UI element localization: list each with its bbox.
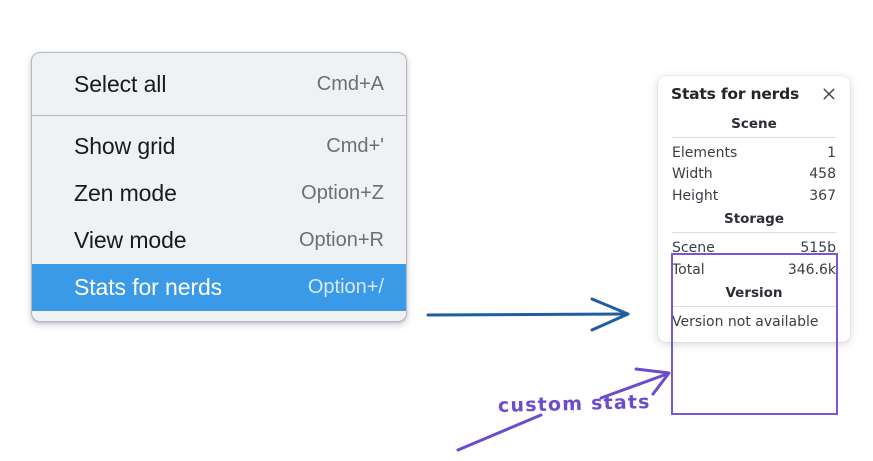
menu-item-shortcut: Option+R [298, 229, 384, 251]
stat-value: 1 [827, 144, 836, 161]
version-not-available-text: Version not available [672, 313, 819, 330]
stats-for-nerds-panel: Stats for nerds Scene Elements 1 Width 4… [658, 76, 850, 342]
section-divider [672, 305, 836, 307]
stat-key: Scene [672, 239, 715, 256]
menu-item-label: Show grid [74, 133, 176, 159]
menu-item-show-grid[interactable]: Show grid Cmd+' [32, 123, 406, 170]
stat-row: Width 458 [671, 164, 837, 186]
menu-item-zen-mode[interactable]: Zen mode Option+Z [32, 170, 406, 217]
purple-underline-stroke [456, 413, 543, 452]
menu-item-shortcut: Option+/ [307, 276, 384, 298]
section-divider [672, 232, 836, 234]
section-divider [672, 137, 836, 138]
blue-arrow [426, 297, 630, 332]
stat-value: 367 [809, 188, 836, 205]
stat-value: 458 [809, 166, 836, 183]
stat-value: 346.6k [787, 261, 836, 278]
stat-key: Elements [672, 144, 738, 161]
section-title-storage: Storage [723, 211, 785, 228]
menu-group-2: Show grid Cmd+' Zen mode Option+Z View m… [32, 115, 406, 311]
stat-key: Width [672, 166, 713, 183]
menu-item-label: Stats for nerds [74, 274, 223, 300]
menu-item-shortcut: Cmd+A [316, 73, 384, 95]
menu-item-shortcut: Option+Z [301, 182, 384, 204]
stat-row: Scene 515b [671, 237, 837, 259]
panel-header: Stats for nerds [671, 85, 837, 103]
stat-key: Height [672, 188, 719, 205]
panel-title: Stats for nerds [671, 85, 800, 103]
menu-item-view-mode[interactable]: View mode Option+R [32, 217, 406, 264]
stat-row: Total 346.6k [671, 259, 837, 281]
stat-value: 515b [800, 239, 836, 256]
menu-item-select-all[interactable]: Select all Cmd+A [32, 61, 406, 108]
close-icon[interactable] [821, 86, 837, 102]
menu-item-label: Select all [74, 71, 167, 97]
menu-item-label: Zen mode [74, 180, 177, 206]
stat-key: Total [672, 261, 705, 278]
menu-item-shortcut: Cmd+' [326, 135, 384, 157]
section-title-scene: Scene [731, 116, 777, 132]
context-menu[interactable]: Select all Cmd+A Show grid Cmd+' Zen mod… [31, 52, 407, 322]
menu-group-1: Select all Cmd+A [32, 61, 406, 108]
stat-row: Elements 1 [671, 142, 837, 164]
menu-item-label: View mode [74, 227, 187, 253]
menu-item-stats-for-nerds[interactable]: Stats for nerds Option+/ [32, 264, 406, 311]
section-title-version: Version [725, 284, 783, 301]
stat-row: Height 367 [671, 186, 837, 208]
custom-stats-annotation-label: custom stats [497, 391, 651, 417]
